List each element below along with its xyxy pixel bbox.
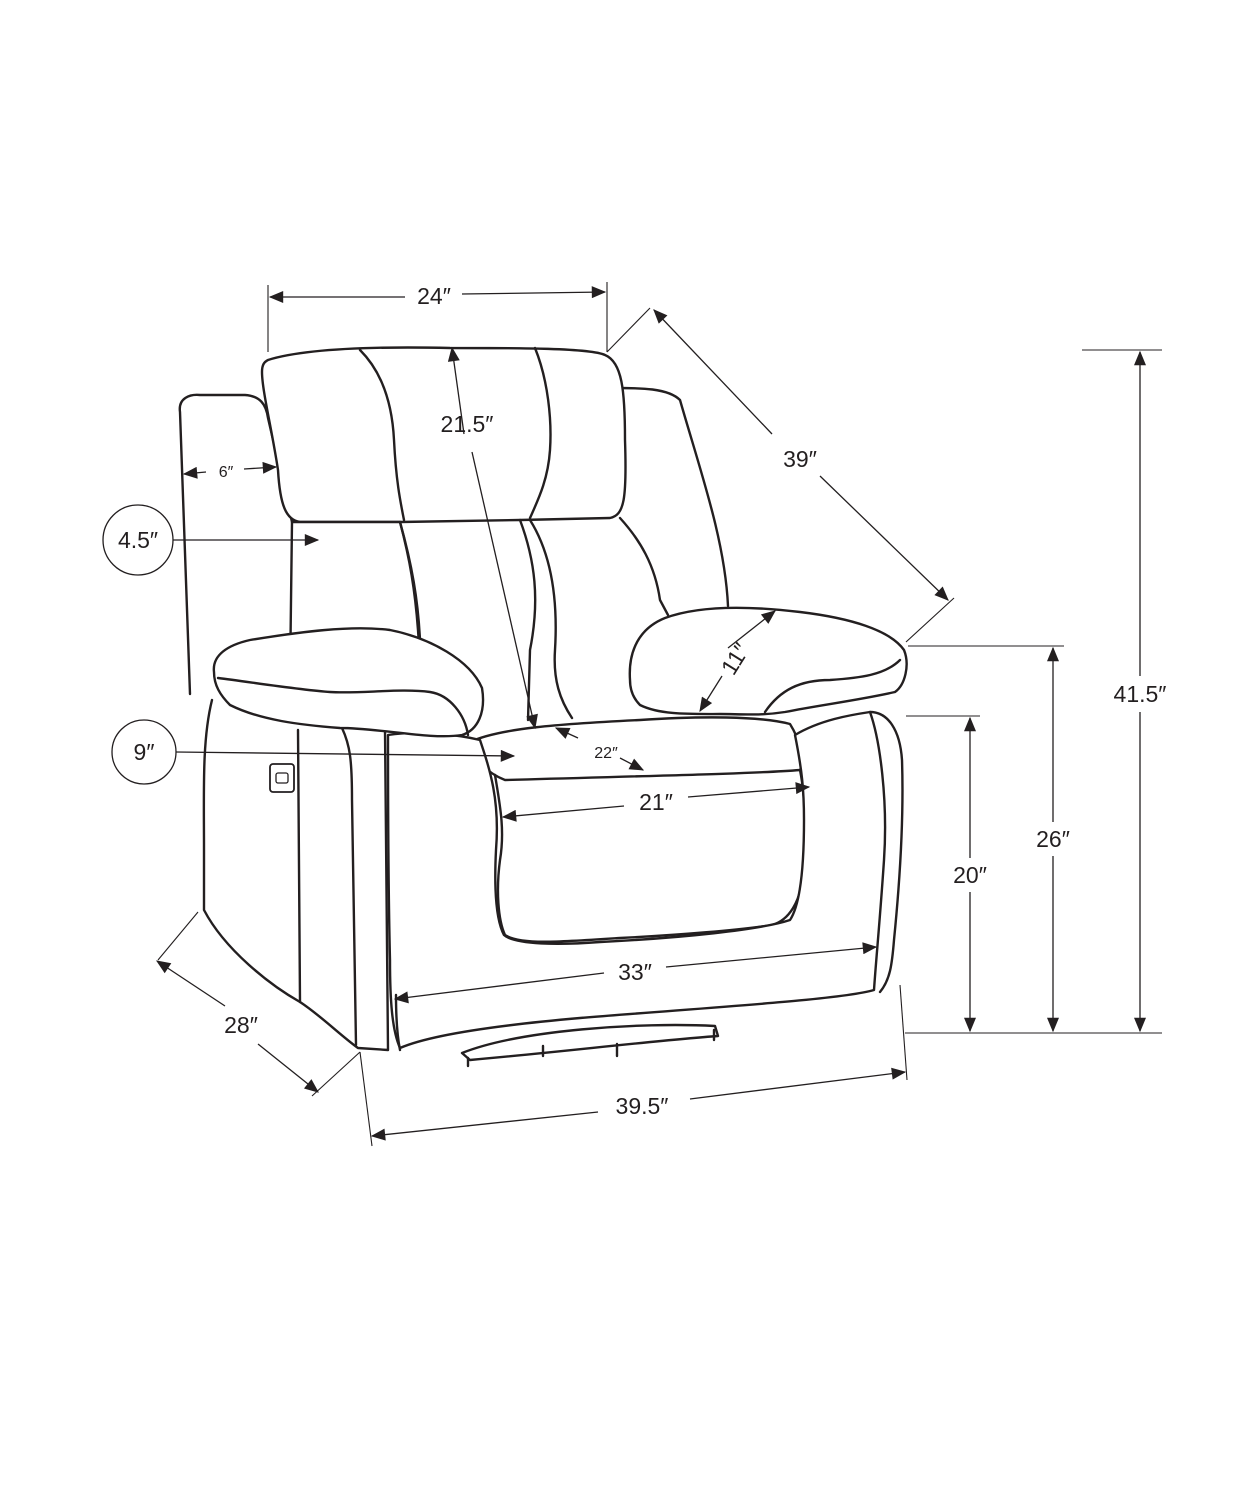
- dim-line-base-width: [393, 972, 605, 1004]
- dim-line-arm-height: [727, 610, 776, 649]
- label-arm-front: 9″: [134, 739, 155, 765]
- left-wing: [178, 393, 294, 696]
- recliner-drawing: [178, 346, 908, 1068]
- dim-line-seat-width: [501, 805, 625, 822]
- dimension-labels: 24″ 21.5″ 39″ 41.5″ 6″ 4.5″ 11″ 9″ 22″ 2…: [118, 283, 1167, 1119]
- dimension-lines: [102, 282, 1162, 1147]
- label-backrest-width: 24″: [417, 283, 451, 309]
- dim-line-seat-depth: [554, 727, 579, 739]
- label-base-width: 33″: [618, 959, 652, 985]
- label-diagonal-depth: 39″: [783, 446, 817, 472]
- label-arm-top-height: 26″: [1036, 826, 1070, 852]
- power-button-icon: [269, 763, 295, 793]
- label-backrest-height: 21.5″: [441, 411, 494, 437]
- left-side-panel: [202, 698, 390, 1052]
- dim-line-backrest-height: [447, 346, 465, 435]
- label-seat-height: 20″: [953, 862, 987, 888]
- label-side-depth: 28″: [224, 1012, 258, 1038]
- label-overall-width: 39.5″: [616, 1093, 669, 1119]
- right-wing: [614, 386, 730, 608]
- label-seat-depth: 22″: [594, 745, 618, 762]
- right-armrest: [628, 606, 908, 716]
- label-arm-width: 6″: [219, 464, 234, 481]
- label-back-thickness: 4.5″: [118, 527, 158, 553]
- label-seat-width: 21″: [639, 789, 673, 815]
- dim-line-side-depth: [155, 960, 226, 1007]
- dim-line-arm-width: [182, 466, 207, 479]
- dim-line-overall-width: [370, 1111, 599, 1141]
- swivel-base: [460, 1023, 720, 1062]
- dim-line-arm-front: [175, 749, 516, 762]
- left-armrest: [212, 627, 485, 738]
- dim-line-diagonal: [653, 309, 773, 435]
- seat-cushion: [468, 716, 804, 782]
- front-base: [386, 710, 887, 1050]
- label-overall-height: 41.5″: [1114, 681, 1167, 707]
